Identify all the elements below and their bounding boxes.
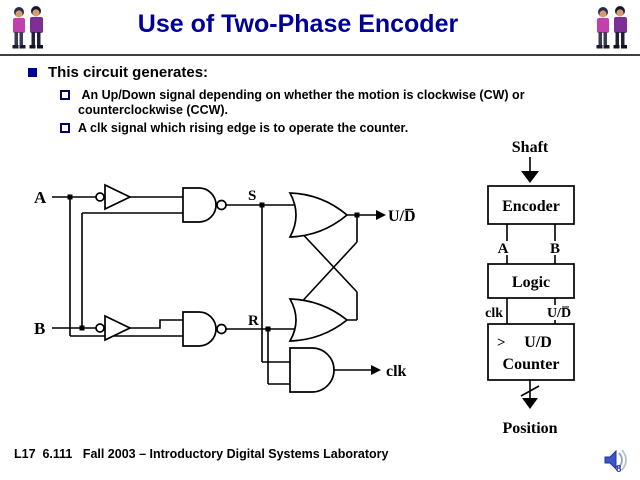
nand-bottom-bubble-icon [216, 323, 227, 335]
hollow-square-bullet-icon [60, 123, 70, 133]
buffer-b [104, 314, 132, 342]
arrowhead-clk [371, 365, 381, 375]
label-r: R [248, 313, 259, 329]
label-input-b: B [34, 319, 45, 338]
or-gate-top [288, 192, 349, 238]
label-logic: Logic [512, 274, 550, 291]
buffer-b-bubble-icon [95, 323, 105, 333]
label-input-a: A [34, 188, 47, 207]
encoder-box [487, 185, 575, 225]
bus-slash [520, 385, 540, 397]
circuit-gates [95, 183, 349, 393]
bullet-square-icon [28, 68, 37, 77]
circuit-labels: A B S R U/D̅ clk [34, 188, 416, 380]
label-counter-ud: U/D [524, 334, 552, 351]
label-sig-b: B [550, 241, 560, 257]
label-block-ud: U/D̅ [547, 305, 571, 321]
label-backgrounds [495, 241, 576, 320]
page-title: Use of Two-Phase Encoder [137, 10, 459, 38]
label-s: S [248, 188, 256, 204]
or-gate-bottom [288, 298, 349, 342]
bullet-sub-1-text: An Up/Down signal depending on whether t… [78, 88, 529, 117]
block-labels: Shaft Encoder A B Logic clk U/D̅ > U/D C… [485, 139, 571, 437]
label-encoder: Encoder [502, 198, 560, 215]
footer-text: L17 6.111 Fall 2003 – Introductory Digit… [14, 447, 389, 461]
nand-gate-top [182, 187, 217, 223]
junction-dots [67, 194, 360, 332]
block-boxes [487, 185, 575, 381]
and-gate [289, 347, 335, 393]
hollow-square-bullet-icon [60, 90, 70, 100]
counter-box [487, 323, 575, 381]
label-position: Position [502, 420, 557, 437]
label-block-clk: clk [485, 306, 503, 321]
arrowhead-ud [376, 210, 386, 220]
buffer-a [104, 183, 132, 211]
clipart-people-left-icon [12, 6, 43, 49]
counter-clock-input-icon: > [497, 335, 506, 351]
logic-box [487, 263, 575, 299]
bullet-sub-1: An Up/Down signal depending on whether t… [60, 88, 583, 118]
page-number: 8 [616, 464, 622, 475]
buffer-a-bubble-icon [95, 192, 105, 202]
label-clk-output: clk [386, 363, 407, 380]
bullet-main: This circuit generates: [28, 64, 208, 81]
bullet-main-text: This circuit generates: [48, 64, 209, 81]
arrowhead-position [522, 398, 538, 409]
title-divider [0, 54, 640, 56]
nand-gate-bottom [182, 311, 217, 347]
label-ud-output: U/D̅ [388, 207, 416, 225]
arrowhead-shaft [521, 171, 539, 183]
nand-top-bubble-icon [216, 199, 227, 211]
block-diagram: Shaft Encoder A B Logic clk U/D̅ > U/D C… [485, 139, 576, 437]
label-sig-a: A [498, 241, 509, 257]
quadrature-circuit: A B S R U/D̅ clk [34, 183, 416, 393]
circuit-wires [52, 194, 386, 385]
label-counter: Counter [503, 356, 560, 373]
speaker-icon[interactable] [602, 448, 630, 472]
bullet-sub-2-text: A clk signal which rising edge is to ope… [78, 121, 409, 135]
bullet-sub-2: A clk signal which rising edge is to ope… [60, 121, 583, 136]
label-shaft: Shaft [512, 139, 549, 156]
clipart-people-right-icon [596, 6, 627, 49]
